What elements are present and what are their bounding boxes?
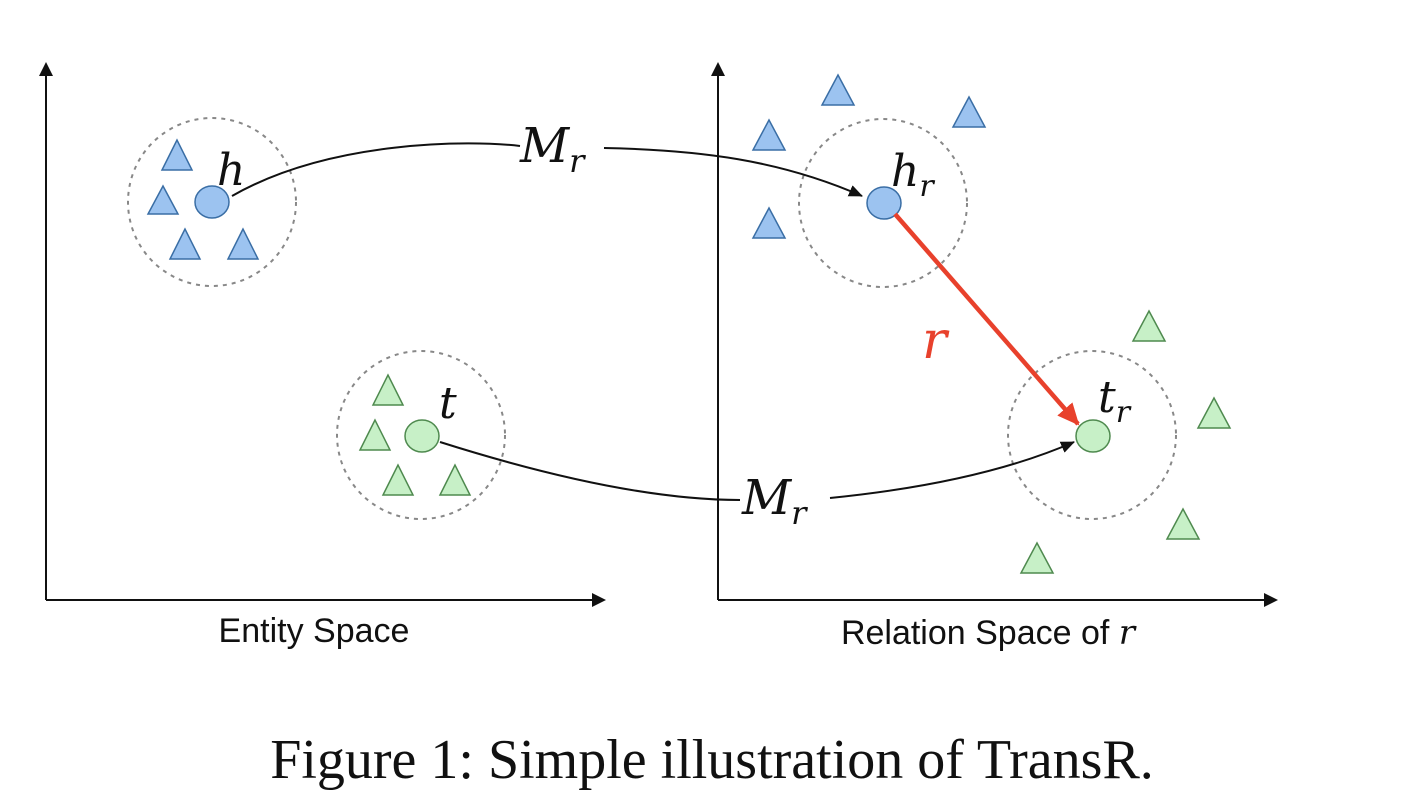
head-neighbor-triangle (168, 227, 202, 260)
projected-head-triangle (751, 118, 787, 151)
tail-cluster-boundary (336, 350, 506, 520)
figure-caption: Figure 1: Simple illustration of TransR. (270, 729, 1154, 791)
projected-head-triangle (951, 95, 987, 128)
tail-entity-point (404, 419, 440, 453)
tail-projection-label: Mr (741, 470, 808, 532)
projected-head-cluster: hr (751, 73, 987, 288)
relation-space-axes (711, 62, 1278, 607)
projected-tail-triangle (1196, 396, 1232, 429)
projected-tail-point (1075, 419, 1111, 453)
projected-head-boundary (798, 118, 968, 288)
tail-cluster: t (336, 350, 506, 520)
projected-tail-cluster: tr (1007, 309, 1232, 574)
projected-tail-boundary (1007, 350, 1177, 520)
head-label: h (217, 145, 245, 196)
head-neighbor-triangle (146, 184, 180, 215)
projected-head-label: hr (891, 146, 935, 204)
projected-tail-triangle (1131, 309, 1167, 342)
entity-space-label: Entity Space (219, 612, 410, 650)
tail-neighbor-triangle (358, 418, 392, 451)
head-projection-label: Mr (519, 118, 586, 180)
relation-vector-arrow (893, 212, 1080, 426)
tail-neighbor-triangle (381, 463, 415, 496)
head-neighbor-triangle (226, 227, 260, 260)
head-neighbor-triangle (160, 138, 194, 171)
entity-space-axes (39, 62, 606, 607)
relation-vector-label: r (922, 311, 950, 371)
projected-tail-label: tr (1098, 372, 1132, 430)
tail-label: t (439, 378, 457, 429)
head-cluster: h (127, 117, 297, 287)
projected-tail-triangle (1165, 507, 1201, 540)
projected-tail-triangle (1019, 541, 1055, 574)
head-projection-arrow (231, 142, 862, 196)
projected-head-triangle (751, 206, 787, 239)
tail-projection-arrow (439, 442, 1074, 501)
head-entity-point (194, 185, 230, 219)
head-cluster-boundary (127, 117, 297, 287)
relation-space-label: Relation Space of r (841, 613, 1137, 653)
projected-head-triangle (820, 73, 856, 106)
tail-neighbor-triangle (371, 373, 405, 406)
tail-neighbor-triangle (438, 463, 472, 496)
transr-diagram: h t hr tr Mr Mr r Entity Space Re (39, 62, 1278, 653)
